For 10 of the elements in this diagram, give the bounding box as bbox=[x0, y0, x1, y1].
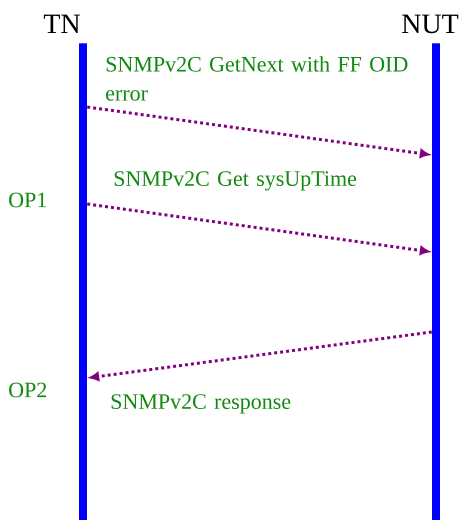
edge-label: SNMPv2C response bbox=[112, 394, 290, 414]
arrow bbox=[86, 202, 429, 255]
lifeline-heading: TN bbox=[44, 14, 80, 33]
arrow bbox=[86, 106, 429, 158]
edge-label: SNMPv2C Get sysUpTime bbox=[114, 171, 356, 191]
operation-label: OP1 bbox=[9, 192, 46, 208]
arrow bbox=[90, 330, 432, 381]
edge-label: SNMPv2C GetNext with FF OID error bbox=[106, 56, 408, 101]
lifeline-heading: NUT bbox=[402, 14, 458, 34]
operation-label: OP2 bbox=[9, 382, 46, 398]
